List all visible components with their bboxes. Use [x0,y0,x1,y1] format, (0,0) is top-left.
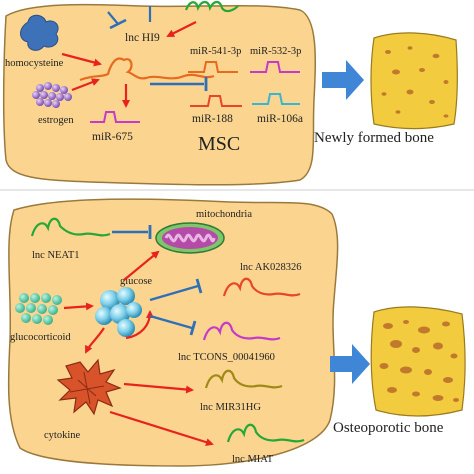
activate-arrow-glucose-mito [123,250,160,281]
mir-675-label: miR-675 [92,131,133,143]
newly-formed-bone-icon [370,32,458,130]
inhibit-arrow-top [107,11,119,25]
green-rna-top-icon [184,0,239,13]
lnc-miat-rna-icon [226,423,305,443]
lnc-h19-label: lnc HI9 [125,32,160,44]
lnc-h19-rna-icon [79,57,215,82]
lnc-mir31hg-rna-icon [204,369,283,389]
cytokine-label: cytokine [44,430,80,441]
homocysteine-molecule-icon [20,14,59,51]
activate-arrow-to-cytokine [85,327,105,354]
glucose-molecules-icon [95,287,142,337]
lnc-ak028326-rna-icon [222,277,301,297]
glucose-label: glucose [120,276,152,287]
lnc-ak028326-label: lnc AK028326 [240,262,302,273]
mir-188-rna-icon [190,95,242,107]
glucocorticoid-label: glucocorticoid [10,332,71,343]
inhibit-arrow-tcons [149,314,193,330]
mir-188-label: miR-188 [192,113,233,125]
mir-106a-label: miR-106a [257,113,303,125]
activate-arrow-homocysteine [61,52,102,67]
activate-arrow-cytokine-mir31hg [123,382,194,394]
lnc-miat-label: lnc MIAT [232,454,274,465]
lnc-tcons-rna-icon [202,321,281,341]
lnc-tcons-label: lnc TCONS_00041960 [178,352,275,363]
osteoporotic-bone-icon [370,306,466,417]
transition-arrow-bottom [330,344,370,384]
lnc-mir31hg-label: lnc MIR31HG [200,402,261,413]
lnc-neat1-label: lnc NEAT1 [32,250,80,261]
activate-arrow-cytokine-miat [109,410,214,447]
mir-675-rna-icon [90,111,140,123]
mitochondria-label: mitochondria [196,209,252,220]
estrogen-label: estrogen [38,115,74,126]
inhibit-arrow-ak028326 [149,284,199,302]
homocysteine-label: homocysteine [5,58,64,69]
glucocorticoid-molecules-icon [15,293,62,325]
lnc-neat1-rna-icon [30,217,111,237]
mir-541-3p-label: miR-541-3p [190,46,241,57]
estrogen-molecules-icon [32,82,72,108]
mir-532-3p-rna-icon [250,61,300,73]
activate-arrow-glucose-curve [125,310,154,340]
newly-formed-bone-label: Newly formed bone [314,130,434,146]
cytokine-icon [56,358,122,416]
bottom-panel: lnc NEAT1 mitochondria glucocorticoid [7,198,466,467]
activate-arrow-glucocorticoid [63,302,94,311]
activate-arrow-green [166,21,197,37]
msc-label: MSC [198,133,240,155]
transition-arrow-top [322,60,364,100]
mir-532-3p-label: miR-532-3p [250,46,301,57]
msc-cell [2,3,316,186]
activate-arrow-estrogen [71,78,100,92]
mitochondria-icon [155,222,225,254]
osteoporotic-bone-label: Osteoporotic bone [333,420,444,436]
mir-541-3p-rna-icon [188,61,238,73]
top-panel: homocysteine estrogen lnc HI9 [2,0,458,186]
mir-106a-rna-icon [252,93,300,105]
